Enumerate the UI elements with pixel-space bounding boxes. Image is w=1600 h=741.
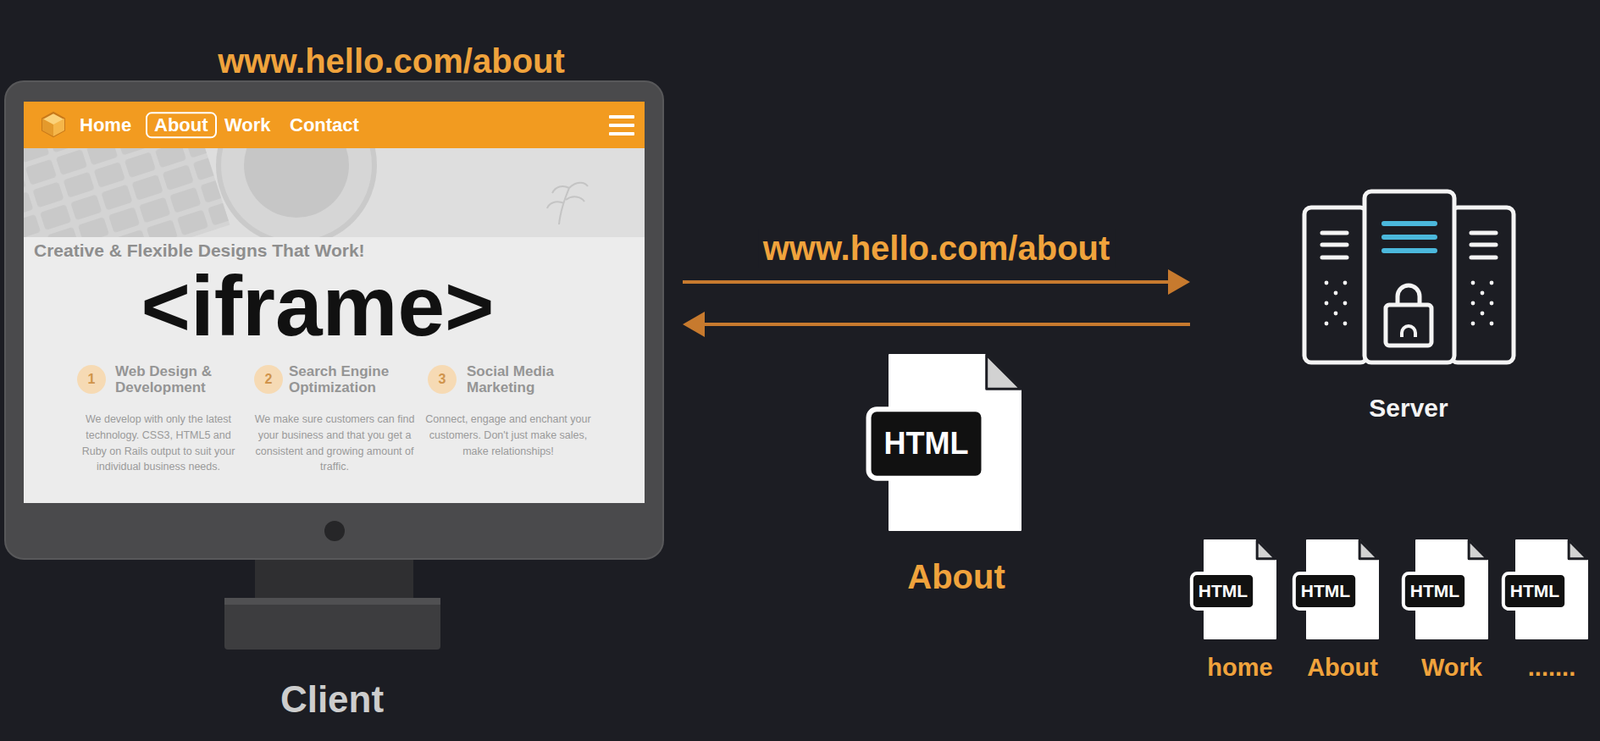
file-type: HTML bbox=[1198, 581, 1248, 602]
hamburger-bar bbox=[608, 123, 635, 128]
server-tower bbox=[1364, 191, 1455, 363]
server-node: Server bbox=[1190, 186, 1525, 432]
file-name: ....... bbox=[1528, 653, 1576, 682]
plant-sketch bbox=[547, 182, 588, 225]
lock-body bbox=[1385, 304, 1432, 346]
html-file-icon: HTML home bbox=[1185, 535, 1281, 688]
edge-label: www.hello.com/about bbox=[758, 228, 1116, 268]
hamburger-bar bbox=[608, 132, 635, 136]
logo-face bbox=[53, 118, 65, 137]
request-arrow bbox=[682, 280, 1172, 284]
file-badge bbox=[1191, 573, 1255, 609]
file-badge bbox=[1503, 573, 1567, 609]
callout-number: 1 bbox=[88, 372, 96, 387]
file-badge bbox=[1403, 573, 1467, 609]
server-tower bbox=[1450, 207, 1514, 363]
url-text: www.hello.com/about bbox=[217, 41, 565, 81]
keyboard-keys bbox=[23, 148, 230, 238]
callout-number: 2 bbox=[265, 372, 273, 387]
service-heading: Web Design & Development bbox=[115, 364, 230, 396]
file-fold bbox=[986, 354, 1021, 389]
client-label: Client bbox=[280, 678, 384, 722]
html-file-icon: HTML About bbox=[1288, 535, 1384, 688]
file-type: HTML bbox=[1510, 581, 1560, 602]
callout-number: 3 bbox=[438, 372, 447, 387]
file-name: Work bbox=[1421, 653, 1483, 682]
iframe-tag: <iframe> bbox=[141, 259, 495, 353]
file-fold bbox=[1256, 540, 1276, 560]
cup bbox=[243, 148, 349, 218]
server-status-lines bbox=[1384, 223, 1435, 251]
file-fold bbox=[1568, 540, 1588, 560]
nav-link: Home bbox=[79, 114, 132, 136]
nav-link: Work bbox=[224, 114, 272, 136]
file-type: HTML bbox=[1301, 581, 1351, 602]
file-fold bbox=[1468, 540, 1488, 560]
nav-bar: Home About Work Contact bbox=[23, 101, 645, 149]
step-circle: 3 bbox=[427, 365, 457, 394]
nav-link: Contact bbox=[289, 114, 360, 136]
html-file-icon: HTML....... bbox=[1497, 535, 1593, 688]
file-name: About bbox=[907, 557, 1006, 597]
file-badge bbox=[1294, 573, 1357, 609]
service-text: Connect, engage and enchant your custome… bbox=[425, 411, 592, 460]
monitor-base-edge bbox=[224, 597, 441, 605]
lock-shackle bbox=[1397, 285, 1420, 305]
nav-link-active: About bbox=[145, 111, 217, 139]
response-arrow bbox=[701, 322, 1191, 327]
service-text: We make sure customers can find your bus… bbox=[251, 411, 418, 476]
lock-keyhole bbox=[1401, 326, 1416, 338]
logo-face bbox=[42, 118, 54, 137]
service-heading: Social Media Marketing bbox=[466, 364, 582, 396]
file-name: About bbox=[1306, 653, 1379, 682]
cup-saucer bbox=[218, 148, 375, 238]
page-heading: Creative & Flexible Designs That Work! bbox=[33, 240, 366, 261]
step-circle: 2 bbox=[254, 365, 283, 394]
file-name: home bbox=[1206, 653, 1273, 682]
server-icon bbox=[1304, 191, 1514, 363]
html-file-icon: HTML About bbox=[863, 351, 1025, 602]
logo-shape bbox=[42, 112, 65, 137]
file-badge bbox=[869, 409, 985, 478]
file-fold bbox=[1359, 540, 1379, 560]
server-tower bbox=[1304, 207, 1368, 363]
nav-band bbox=[23, 101, 645, 149]
step-circle: 1 bbox=[77, 365, 106, 394]
server-label: Server bbox=[1368, 393, 1448, 424]
monitor-neck bbox=[254, 554, 414, 603]
service-text: We develop with only the latest technolo… bbox=[75, 411, 242, 476]
monitor-camera bbox=[324, 520, 345, 542]
hero-image bbox=[23, 148, 645, 238]
file-type: HTML bbox=[1410, 581, 1460, 602]
keyboard bbox=[23, 148, 230, 238]
hamburger-icon bbox=[608, 115, 635, 136]
file-type: HTML bbox=[884, 426, 969, 461]
service-heading: Search Engine Optimization bbox=[288, 364, 404, 396]
html-file-icon: HTML Work bbox=[1397, 535, 1493, 688]
site-logo bbox=[42, 112, 65, 137]
hamburger-bar bbox=[608, 115, 635, 119]
monitor-base bbox=[224, 597, 441, 650]
